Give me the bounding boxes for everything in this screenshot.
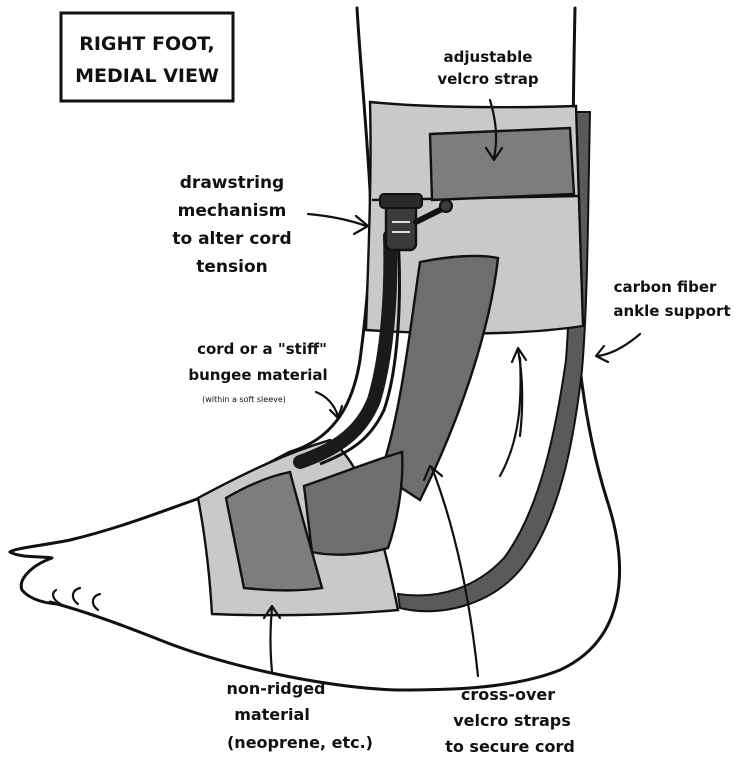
title-box: RIGHT FOOT, MEDIAL VIEW — [61, 13, 233, 101]
non-rigid-line-1: non-ridged — [227, 679, 326, 698]
arrow-drawstring — [308, 214, 368, 234]
cross-over-line-3: to secure cord — [445, 737, 575, 756]
cross-over-line-2: velcro straps — [453, 711, 571, 730]
carbon-fiber-line-1: carbon fiber — [614, 278, 717, 296]
adjustable-strap-line-2: velcro strap — [437, 70, 539, 88]
non-rigid-line-2: material — [234, 705, 310, 724]
title-box-frame — [61, 13, 233, 101]
cord-line-2: bungee material — [188, 366, 327, 384]
title-line-1: RIGHT FOOT, — [79, 33, 215, 55]
title-line-2: MEDIAL VIEW — [75, 65, 219, 87]
arrow-carbon-fiber — [596, 334, 640, 362]
cross-over-line-1: cross-over — [461, 685, 555, 704]
label-carbon-fiber: carbon fiber ankle support — [596, 278, 731, 362]
cord-line-1: cord or a "stiff" — [197, 340, 327, 358]
adjustable-strap-line-1: adjustable — [444, 48, 533, 66]
non-rigid-line-3: (neoprene, etc.) — [227, 733, 373, 752]
drawstring-line-3: to alter cord — [172, 229, 291, 249]
adjustable-velcro-strap — [430, 128, 574, 200]
label-cord: cord or a "stiff" bungee material (withi… — [188, 340, 342, 418]
arrow-cross-over-2 — [512, 348, 526, 436]
arrow-cord — [316, 392, 342, 418]
carbon-fiber-line-2: ankle support — [613, 302, 730, 320]
cord-note: (within a soft sleeve) — [202, 395, 286, 404]
drawstring-line-1: drawstring — [180, 173, 284, 193]
arrow-non-rigid — [264, 606, 280, 672]
drawstring-line-2: mechanism — [178, 201, 287, 221]
label-drawstring: drawstring mechanism to alter cord tensi… — [172, 173, 368, 277]
drawstring-line-4: tension — [196, 257, 268, 277]
label-non-rigid: non-ridged material (neoprene, etc.) — [227, 606, 374, 752]
arrow-cross-over-1 — [424, 466, 478, 676]
